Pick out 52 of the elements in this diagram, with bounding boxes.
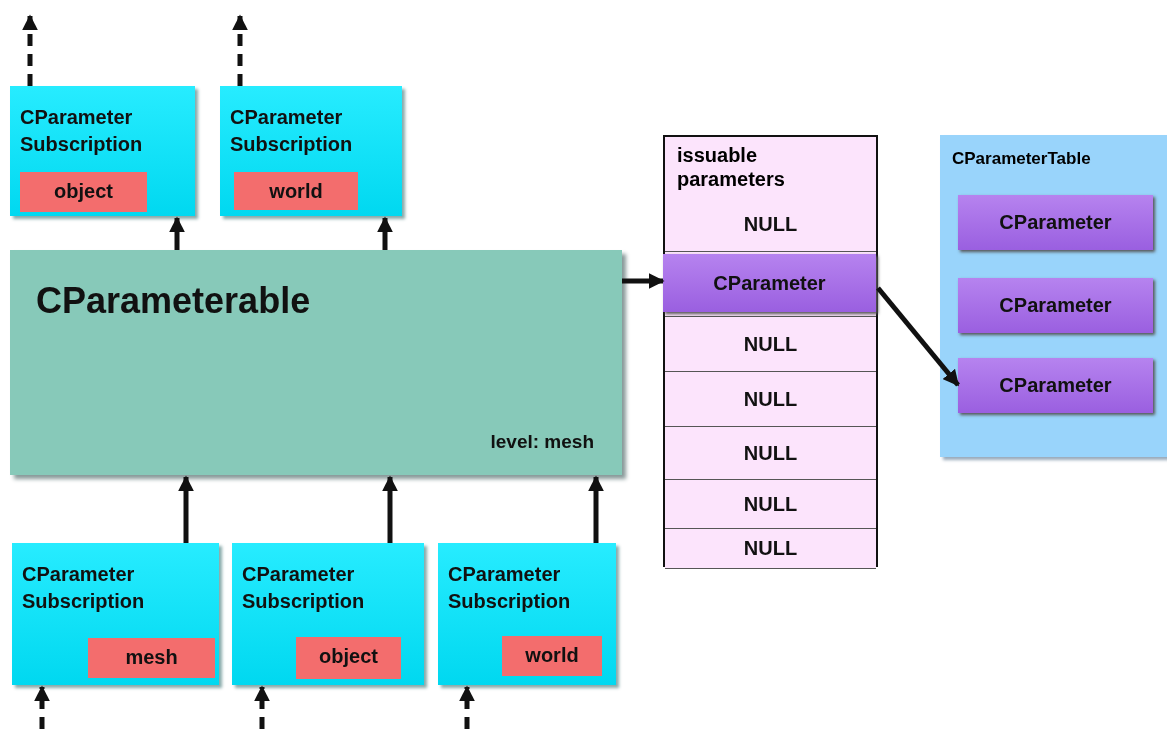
button-label: CParameter [998, 210, 1113, 235]
parameterable-box [10, 250, 622, 475]
parameter-box [958, 278, 1153, 333]
arrow [622, 273, 665, 289]
arrow [459, 685, 475, 729]
tag-label: object [53, 179, 114, 204]
subscription-box [12, 543, 219, 685]
box-title: CParameter Subscription [22, 562, 146, 614]
parameter-table [663, 135, 878, 567]
cell-text: NULL [742, 492, 799, 517]
box-title: CParameter Subscription [448, 562, 572, 614]
table-header: issuable parameters [677, 143, 786, 191]
arrow [377, 216, 393, 250]
tag-label: world [268, 179, 324, 204]
button-label: CParameter [998, 373, 1113, 398]
cell-text: NULL [742, 536, 799, 561]
arrow [588, 475, 604, 543]
level-tag [502, 636, 602, 676]
arrow [232, 14, 248, 86]
subscription-box [10, 86, 195, 216]
table-panel [940, 135, 1167, 457]
subscription-box [220, 86, 402, 216]
subscription-box [232, 543, 424, 685]
panel-title: CParameterTable [952, 149, 1091, 169]
box-title: CParameterable [36, 280, 311, 322]
level-tag [88, 638, 215, 678]
table-cell [665, 252, 876, 317]
arrow [169, 216, 185, 250]
box-title: CParameter Subscription [20, 105, 144, 157]
box-title: CParameter Subscription [242, 562, 366, 614]
button-label: CParameter [998, 293, 1113, 318]
cell-text: NULL [742, 212, 799, 237]
arrow [178, 475, 194, 543]
subscription-box [438, 543, 616, 685]
tag-label: object [318, 644, 379, 669]
cell-text: NULL [742, 441, 799, 466]
cell-text: CParameter [712, 271, 827, 296]
parameter-box [958, 358, 1153, 413]
arrow [22, 14, 38, 86]
cell-text: NULL [742, 387, 799, 412]
parameter-box [958, 195, 1153, 250]
tag-label: mesh [124, 645, 179, 670]
arrow [34, 685, 50, 729]
box-title: CParameter Subscription [230, 105, 354, 157]
cell-text: NULL [742, 332, 799, 357]
tag-label: world [524, 643, 580, 668]
level-label: level: mesh [490, 431, 594, 453]
arrow [382, 475, 398, 543]
arrow [254, 685, 270, 729]
level-tag [234, 172, 358, 210]
level-tag [20, 172, 147, 212]
level-tag [296, 637, 401, 679]
